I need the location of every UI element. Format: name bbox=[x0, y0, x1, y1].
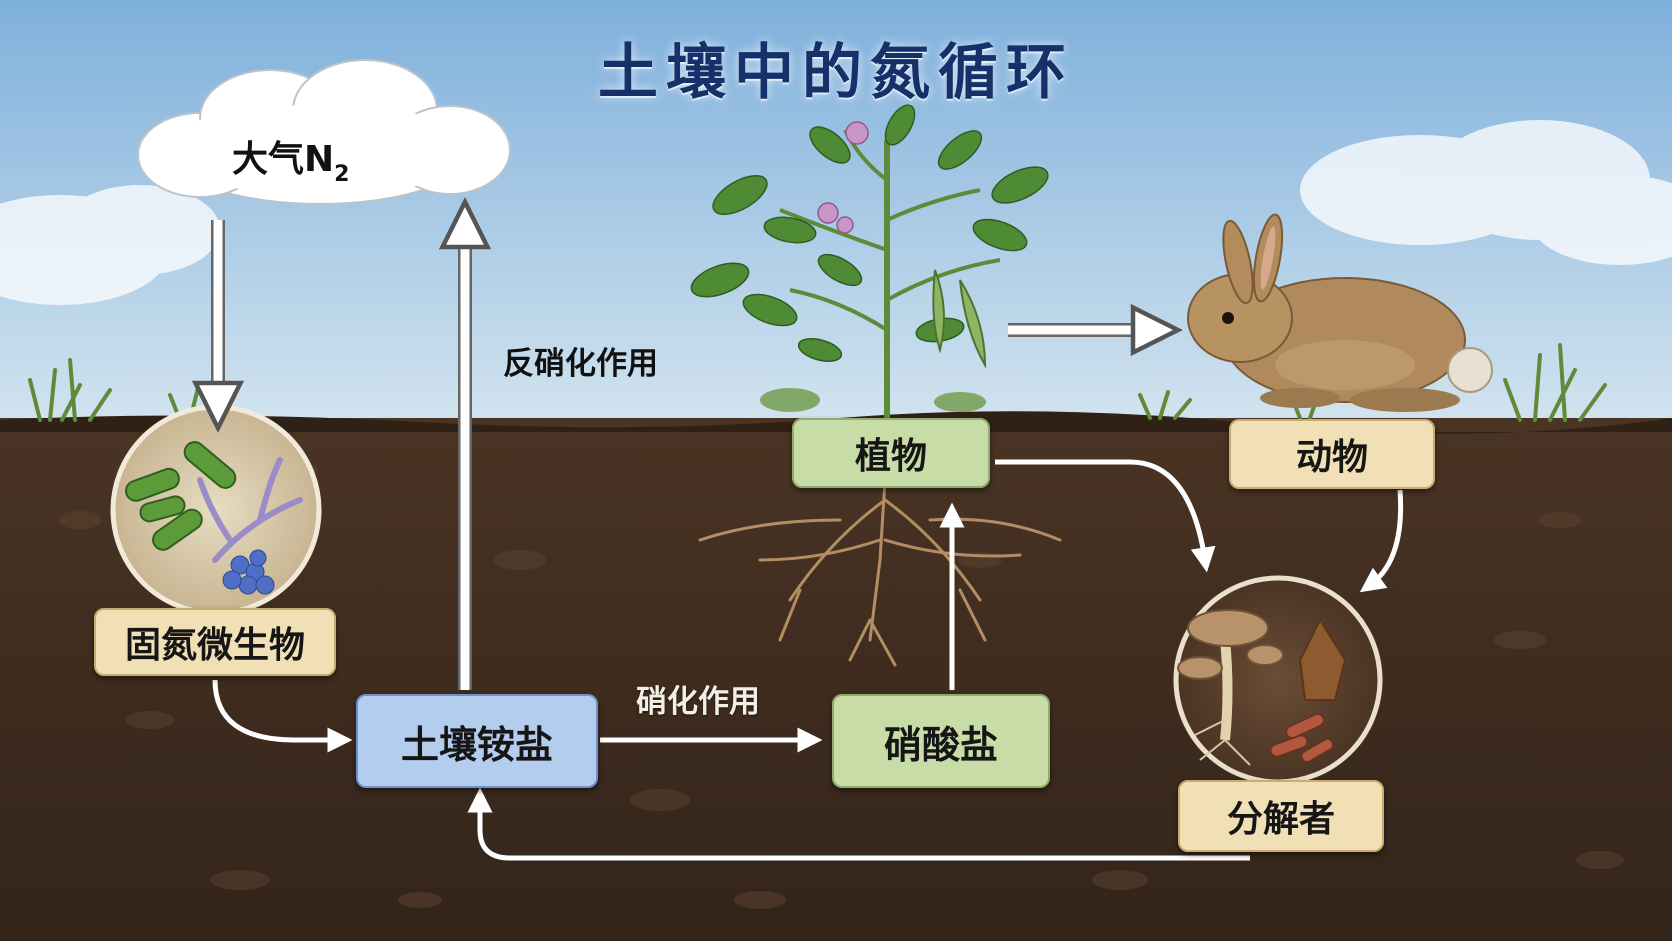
node-plant: 植物 bbox=[792, 418, 990, 488]
cycle-arrows bbox=[215, 220, 1404, 861]
atmosphere-label-text: 大气N bbox=[232, 139, 335, 180]
node-decomposer: 分解者 bbox=[1178, 780, 1384, 852]
atmosphere-label-subscript: 2 bbox=[334, 162, 350, 187]
node-soil-ammonium: 土壤铵盐 bbox=[356, 694, 598, 788]
node-nitrate: 硝酸盐 bbox=[832, 694, 1050, 788]
nitrogen-fixer-microbes bbox=[110, 404, 322, 616]
plant-illustration bbox=[690, 104, 1049, 418]
process-label-nitrification: 硝化作用 bbox=[636, 684, 760, 720]
background-clouds bbox=[0, 120, 1672, 305]
diagram-title: 土壤中的氮循环 bbox=[598, 38, 1074, 108]
process-label-denitrification: 反硝化作用 bbox=[503, 346, 658, 382]
node-animal: 动物 bbox=[1229, 419, 1435, 489]
decomposer-organisms bbox=[1173, 575, 1383, 785]
node-nitrogen-fixers: 固氮微生物 bbox=[94, 608, 336, 676]
cloud-fill bbox=[160, 105, 480, 195]
atmosphere-n2-label: 大气N2 bbox=[232, 130, 349, 187]
rabbit-illustration bbox=[1187, 213, 1493, 412]
